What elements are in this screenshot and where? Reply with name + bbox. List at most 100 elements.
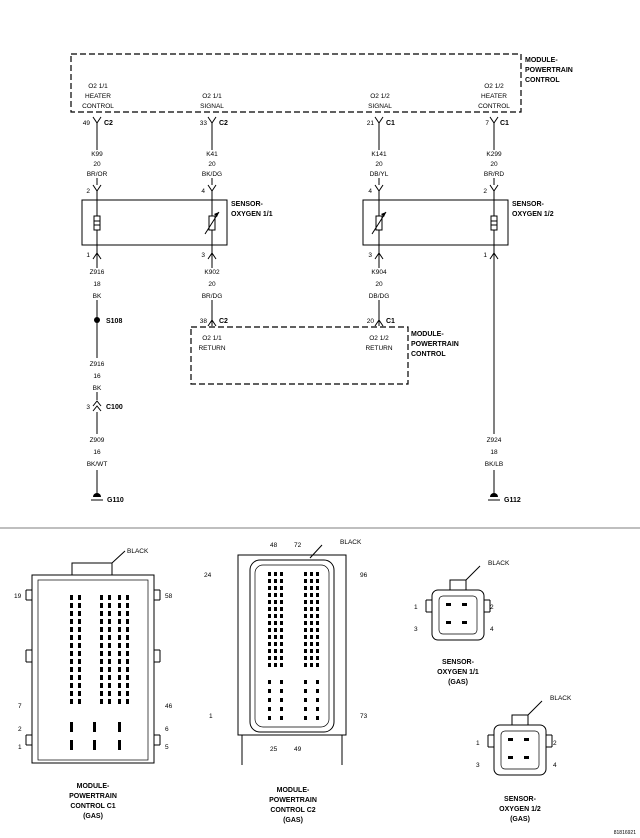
s11-pin-4: 4 — [490, 626, 494, 633]
pin-cavity — [310, 607, 313, 611]
pin-cavity — [70, 659, 73, 664]
pin-cavity — [316, 649, 319, 653]
pin-cavity — [304, 593, 307, 597]
pin-cavity — [304, 707, 307, 711]
svg-text:38: 38 — [200, 318, 208, 325]
connector-c2-face — [237, 544, 347, 765]
pin-cavity — [280, 572, 283, 576]
pin-cavity — [118, 611, 121, 616]
svg-text:1: 1 — [86, 252, 90, 259]
c2-pin-label-24: 24 — [204, 572, 212, 579]
pin-cavity — [280, 689, 283, 693]
pin-cavity — [316, 607, 319, 611]
pin-cavity — [100, 699, 103, 704]
s11-title-1: SENSOR- — [442, 659, 475, 666]
pin-cavity — [316, 579, 319, 583]
svg-text:2: 2 — [86, 188, 90, 195]
pin-cavity — [108, 627, 111, 632]
pin-cavity — [274, 649, 277, 653]
s11-title-2: OXYGEN 1/1 — [437, 669, 479, 676]
pin-cavity — [274, 614, 277, 618]
pin-cavity — [100, 619, 103, 624]
pin-cavity — [100, 667, 103, 672]
pin-cavity — [316, 628, 319, 632]
pin-cavity — [268, 649, 271, 653]
pin-cavity — [280, 635, 283, 639]
svg-text:20: 20 — [93, 161, 101, 168]
svg-text:DB/DG: DB/DG — [369, 293, 390, 300]
pin-cavity — [316, 707, 319, 711]
svg-text:16: 16 — [93, 373, 101, 380]
pin-cavity — [78, 651, 81, 656]
s11-title-3: (GAS) — [448, 679, 468, 686]
pin-cavity — [274, 656, 277, 660]
pin-cavity — [100, 691, 103, 696]
pin-cavity — [304, 572, 307, 576]
svg-text:18: 18 — [490, 449, 498, 456]
svg-text:3: 3 — [368, 252, 372, 259]
pin-cavity — [118, 722, 121, 732]
pin-cavity — [274, 635, 277, 639]
pin-cavity — [118, 595, 121, 600]
pin-cavity — [310, 614, 313, 618]
pin-cavity — [310, 579, 313, 583]
svg-text:C2: C2 — [219, 318, 228, 325]
svg-text:DB/YL: DB/YL — [370, 171, 389, 178]
pin-cavity — [304, 586, 307, 590]
pin-cavity — [316, 635, 319, 639]
svg-text:20: 20 — [208, 281, 216, 288]
pin-cavity — [268, 642, 271, 646]
svg-text:Z916: Z916 — [90, 269, 105, 276]
pin-cavity — [78, 611, 81, 616]
svg-text:4: 4 — [201, 188, 205, 195]
svg-text:20: 20 — [490, 161, 498, 168]
pin-cavity — [70, 699, 73, 704]
module-bottom-label-1: MODULE- — [411, 331, 444, 338]
pin-cavity — [126, 659, 129, 664]
pin-cavity — [118, 699, 121, 704]
return-left-line1: O2 1/1 — [202, 335, 222, 342]
pin-cavity — [268, 689, 271, 693]
pin-cavity — [78, 667, 81, 672]
pin-cavity — [93, 722, 96, 732]
svg-text:18: 18 — [93, 281, 101, 288]
svg-text:49: 49 — [83, 120, 91, 127]
splice-label: S108 — [106, 318, 122, 325]
pin-cavity — [126, 699, 129, 704]
upper-wire-labels: K99 20 BR/OR K41 20 BK/DG K141 20 DB/YL … — [87, 151, 505, 178]
pin-cavity — [118, 683, 121, 688]
pin-cavity — [100, 651, 103, 656]
pin-cavity — [126, 611, 129, 616]
c2-pin-label-25: 25 — [270, 746, 278, 753]
module-bottom-label-2: POWERTRAIN — [411, 341, 459, 348]
pin-cavity — [310, 663, 313, 667]
sensor-top-chevrons: 2 4 4 2 — [86, 184, 499, 200]
pin-cavity — [126, 683, 129, 688]
pin-cavity — [268, 707, 271, 711]
pin-cavity — [118, 619, 121, 624]
pin-cavity — [70, 603, 73, 608]
c1-title-1: MODULE- — [77, 783, 110, 790]
sensor-bottom-chevrons: 1 3 3 1 — [86, 245, 499, 262]
pin-cavity — [70, 619, 73, 624]
pin4-line3: CONTROL — [478, 103, 510, 110]
pin-cavity — [268, 656, 271, 660]
pin-cavity — [304, 635, 307, 639]
pin-cavity — [280, 586, 283, 590]
pin-cavity — [304, 689, 307, 693]
pin-cavity — [108, 683, 111, 688]
pin-cavity — [100, 603, 103, 608]
pin-cavity — [316, 614, 319, 618]
s11-pin-2: 2 — [490, 604, 494, 611]
connector-c1-pins — [70, 595, 129, 750]
ground-wire-labels: Z909 16 BK/WT Z924 18 BK/LB — [87, 437, 504, 468]
module-bottom-label-3: CONTROL — [411, 351, 446, 358]
svg-text:4: 4 — [368, 188, 372, 195]
pin-cavity — [304, 614, 307, 618]
svg-text:20: 20 — [208, 161, 216, 168]
svg-text:K904: K904 — [371, 269, 387, 276]
pin-cavity — [274, 572, 277, 576]
pin-cavity — [100, 675, 103, 680]
ground-g112-label: G112 — [504, 497, 521, 504]
pin-cavity — [100, 659, 103, 664]
